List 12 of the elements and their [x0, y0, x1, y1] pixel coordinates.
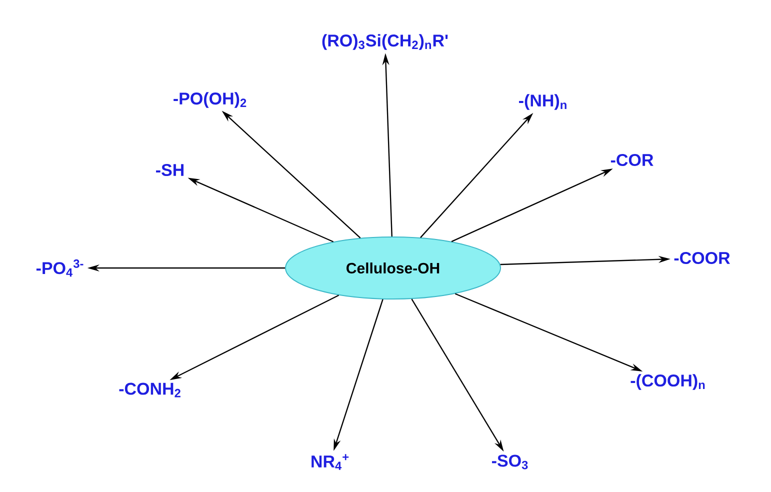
group-label: (RO)$_{3}$Si(CH$_{2}$)$_{n}$R' — [322, 34, 448, 50]
ellipse-node: Cellulose-OH — [285, 236, 501, 300]
group-label: -COOR — [674, 252, 730, 264]
group-label: -CONH$_{2}$ — [119, 382, 180, 398]
group-label: -COR — [610, 154, 654, 166]
group-label: NR$_{4}$+ — [312, 454, 349, 470]
group-label: -(NH)$_{n}$ — [519, 94, 566, 110]
group-label: -PO$_{4}$3- — [36, 259, 84, 277]
group-label: -PO(OH)$_{2}$ — [174, 92, 246, 108]
group-label: -SH — [156, 164, 184, 176]
group-label: -SO$_{3}$ — [492, 454, 528, 470]
group-label: -(COOH)$_{n}$ — [630, 374, 705, 390]
